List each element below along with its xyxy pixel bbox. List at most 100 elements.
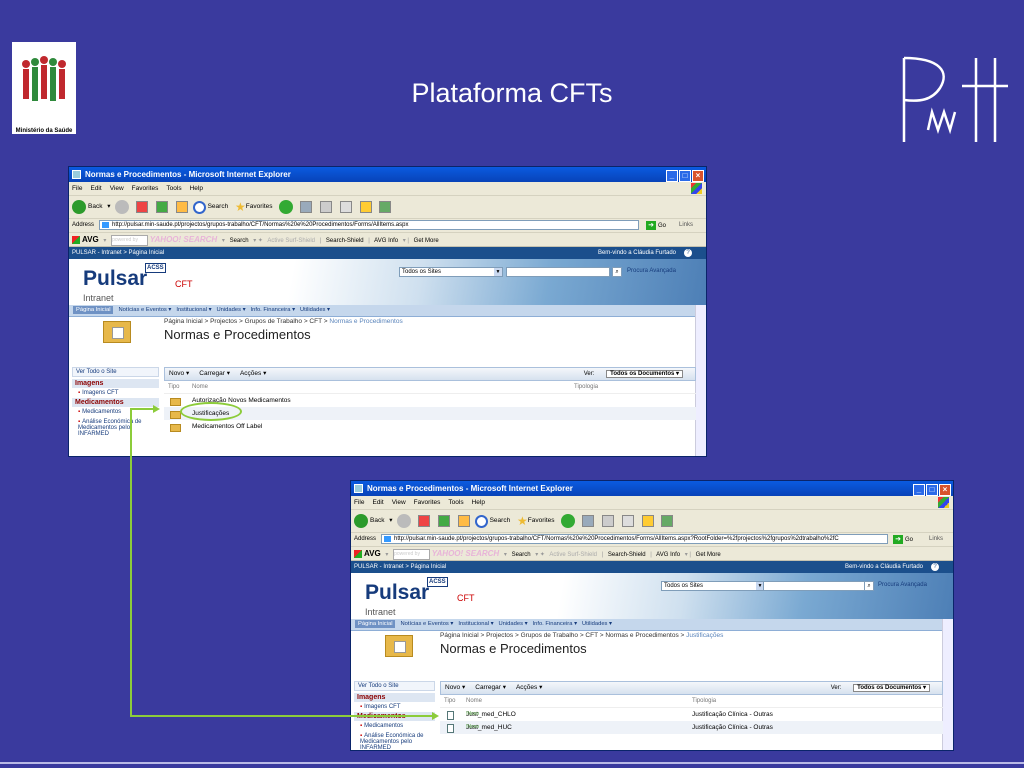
upload-menu[interactable]: Carregar ▾ — [475, 684, 506, 691]
back-icon[interactable] — [72, 200, 86, 214]
nav-utilities[interactable]: Utilidades ▾ — [581, 621, 612, 627]
minimize-button[interactable]: _ — [913, 484, 925, 496]
advanced-search-link[interactable]: Procura Avançada — [627, 268, 676, 274]
mail-icon[interactable] — [300, 201, 313, 213]
help-icon[interactable]: ? — [931, 563, 939, 571]
favorites-icon[interactable]: ★ — [235, 200, 246, 214]
col-name[interactable]: Nome — [466, 698, 483, 704]
welcome-menu[interactable]: Bem-vindo a Cláudia Furtado — [844, 564, 923, 570]
menu-favorites[interactable]: Favorites — [131, 185, 159, 192]
help-icon[interactable]: ? — [684, 249, 692, 257]
get-more-button[interactable]: Get More — [413, 238, 439, 244]
avg-logo[interactable]: AVG — [72, 235, 99, 244]
nav-item-medicines[interactable]: Medicamentos — [72, 407, 161, 417]
menu-help[interactable]: Help — [189, 185, 203, 192]
edit-icon[interactable] — [621, 515, 634, 527]
list-item[interactable]: Justificações — [164, 407, 696, 420]
avg-info-button[interactable]: AVG Info — [374, 238, 399, 244]
actions-menu[interactable]: Acções ▾ — [239, 370, 267, 377]
address-input[interactable]: http://pulsar.min-saude.pt/projectos/gru… — [381, 534, 888, 544]
site-search-input[interactable] — [763, 581, 867, 591]
home-icon[interactable] — [457, 515, 470, 527]
nav-heading-medicines[interactable]: Medicamentos — [72, 398, 159, 407]
nav-home[interactable]: Página Inicial — [73, 306, 114, 314]
nav-heading-images[interactable]: Imagens — [354, 693, 435, 702]
nav-units[interactable]: Unidades ▾ — [216, 307, 246, 313]
forward-icon[interactable] — [397, 514, 412, 528]
folder-name[interactable]: Medicamentos Off Label — [192, 423, 263, 430]
list-item[interactable]: Autorização Novos Medicamentos — [164, 394, 696, 407]
col-name[interactable]: Nome — [192, 384, 209, 390]
avg-search-button[interactable]: Search — [229, 238, 249, 244]
nav-heading-images[interactable]: Imagens — [72, 379, 159, 388]
search-scope-select[interactable]: Todos os Sites▼ — [399, 267, 503, 277]
folder-icon[interactable] — [359, 201, 372, 213]
go-button[interactable]: ➜Go — [893, 534, 913, 547]
nav-item-medicines[interactable]: Medicamentos — [354, 721, 437, 731]
avg-search-button[interactable]: Search — [511, 552, 531, 558]
col-type[interactable]: Tipo — [444, 698, 456, 704]
address-input[interactable]: http://pulsar.min-saude.pt/projectos/gru… — [99, 220, 639, 230]
pulsar-logo[interactable]: Pulsar — [365, 581, 430, 604]
refresh-icon[interactable] — [155, 201, 168, 213]
home-icon[interactable] — [175, 201, 188, 213]
menu-view[interactable]: View — [109, 185, 124, 192]
active-surf-shield[interactable]: Active Surf-Shield — [549, 552, 597, 558]
table-row[interactable]: Just_med_HUC !Novo Justificação Clínica … — [440, 721, 943, 734]
stop-icon[interactable] — [418, 515, 431, 527]
stop-icon[interactable] — [136, 201, 149, 213]
back-button[interactable]: Back — [370, 517, 385, 524]
nav-units[interactable]: Unidades ▾ — [498, 621, 528, 627]
messenger-icon[interactable] — [661, 515, 674, 527]
menu-help[interactable]: Help — [471, 499, 485, 506]
search-icon[interactable] — [474, 514, 488, 528]
top-breadcrumb[interactable]: PULSAR - Intranet > Página Inicial — [354, 564, 447, 570]
search-button[interactable]: Search — [207, 203, 229, 210]
nav-utilities[interactable]: Utilidades ▾ — [299, 307, 330, 313]
search-icon[interactable] — [192, 200, 206, 214]
list-item[interactable]: Medicamentos Off Label — [164, 420, 696, 433]
welcome-menu[interactable]: Bem-vindo a Cláudia Furtado — [597, 250, 676, 256]
close-button[interactable]: × — [692, 170, 704, 182]
nav-institutional[interactable]: Institucional ▾ — [458, 621, 494, 627]
active-surf-shield[interactable]: Active Surf-Shield — [267, 238, 315, 244]
search-button[interactable]: Search — [489, 517, 511, 524]
top-breadcrumb[interactable]: PULSAR - Intranet > Página Inicial — [72, 250, 165, 256]
view-all-site-link[interactable]: Ver Todo o Site — [354, 681, 435, 691]
vertical-scrollbar[interactable] — [942, 573, 953, 750]
history-icon[interactable] — [561, 514, 576, 528]
back-icon[interactable] — [354, 514, 368, 528]
print-icon[interactable] — [319, 201, 332, 213]
favorites-icon[interactable]: ★ — [517, 514, 528, 528]
search-shield-button[interactable]: Search-Shield — [325, 238, 364, 244]
nav-news[interactable]: Notícias e Eventos ▾ — [118, 307, 172, 313]
view-selector[interactable]: Ver: Todos os Documentos ▾ — [584, 368, 683, 380]
menu-tools[interactable]: Tools — [166, 185, 182, 192]
nav-institutional[interactable]: Institucional ▾ — [176, 307, 212, 313]
folder-name[interactable]: Autorização Novos Medicamentos — [192, 397, 291, 404]
menu-favorites[interactable]: Favorites — [413, 499, 441, 506]
search-go-icon[interactable]: ⌕ — [864, 581, 874, 591]
nav-item-images-cft[interactable]: Imagens CFT — [72, 388, 161, 398]
vertical-scrollbar[interactable] — [695, 259, 706, 456]
col-typology[interactable]: Tipologia — [692, 698, 717, 704]
avg-logo[interactable]: AVG — [354, 549, 381, 558]
get-more-button[interactable]: Get More — [695, 552, 721, 558]
new-menu[interactable]: Novo ▾ — [169, 370, 190, 377]
nav-financial[interactable]: Info. Financeira ▾ — [250, 307, 295, 313]
site-search-input[interactable] — [506, 267, 610, 277]
nav-financial[interactable]: Info. Financeira ▾ — [532, 621, 577, 627]
maximize-button[interactable]: □ — [679, 170, 691, 182]
pulsar-logo[interactable]: Pulsar — [83, 267, 148, 290]
links-button[interactable]: Links — [679, 222, 694, 228]
favorites-button[interactable]: Favorites — [527, 517, 555, 524]
table-row[interactable]: Just_med_CHLO !Novo Justificação Clínica… — [440, 708, 943, 721]
col-type[interactable]: Tipo — [168, 384, 180, 390]
search-go-icon[interactable]: ⌕ — [612, 267, 622, 277]
avg-search-input[interactable]: powered by — [393, 548, 431, 560]
mail-icon[interactable] — [582, 515, 595, 527]
menu-file[interactable]: File — [72, 185, 83, 192]
folder-icon[interactable] — [641, 515, 654, 527]
edit-icon[interactable] — [339, 201, 352, 213]
minimize-button[interactable]: _ — [666, 170, 678, 182]
